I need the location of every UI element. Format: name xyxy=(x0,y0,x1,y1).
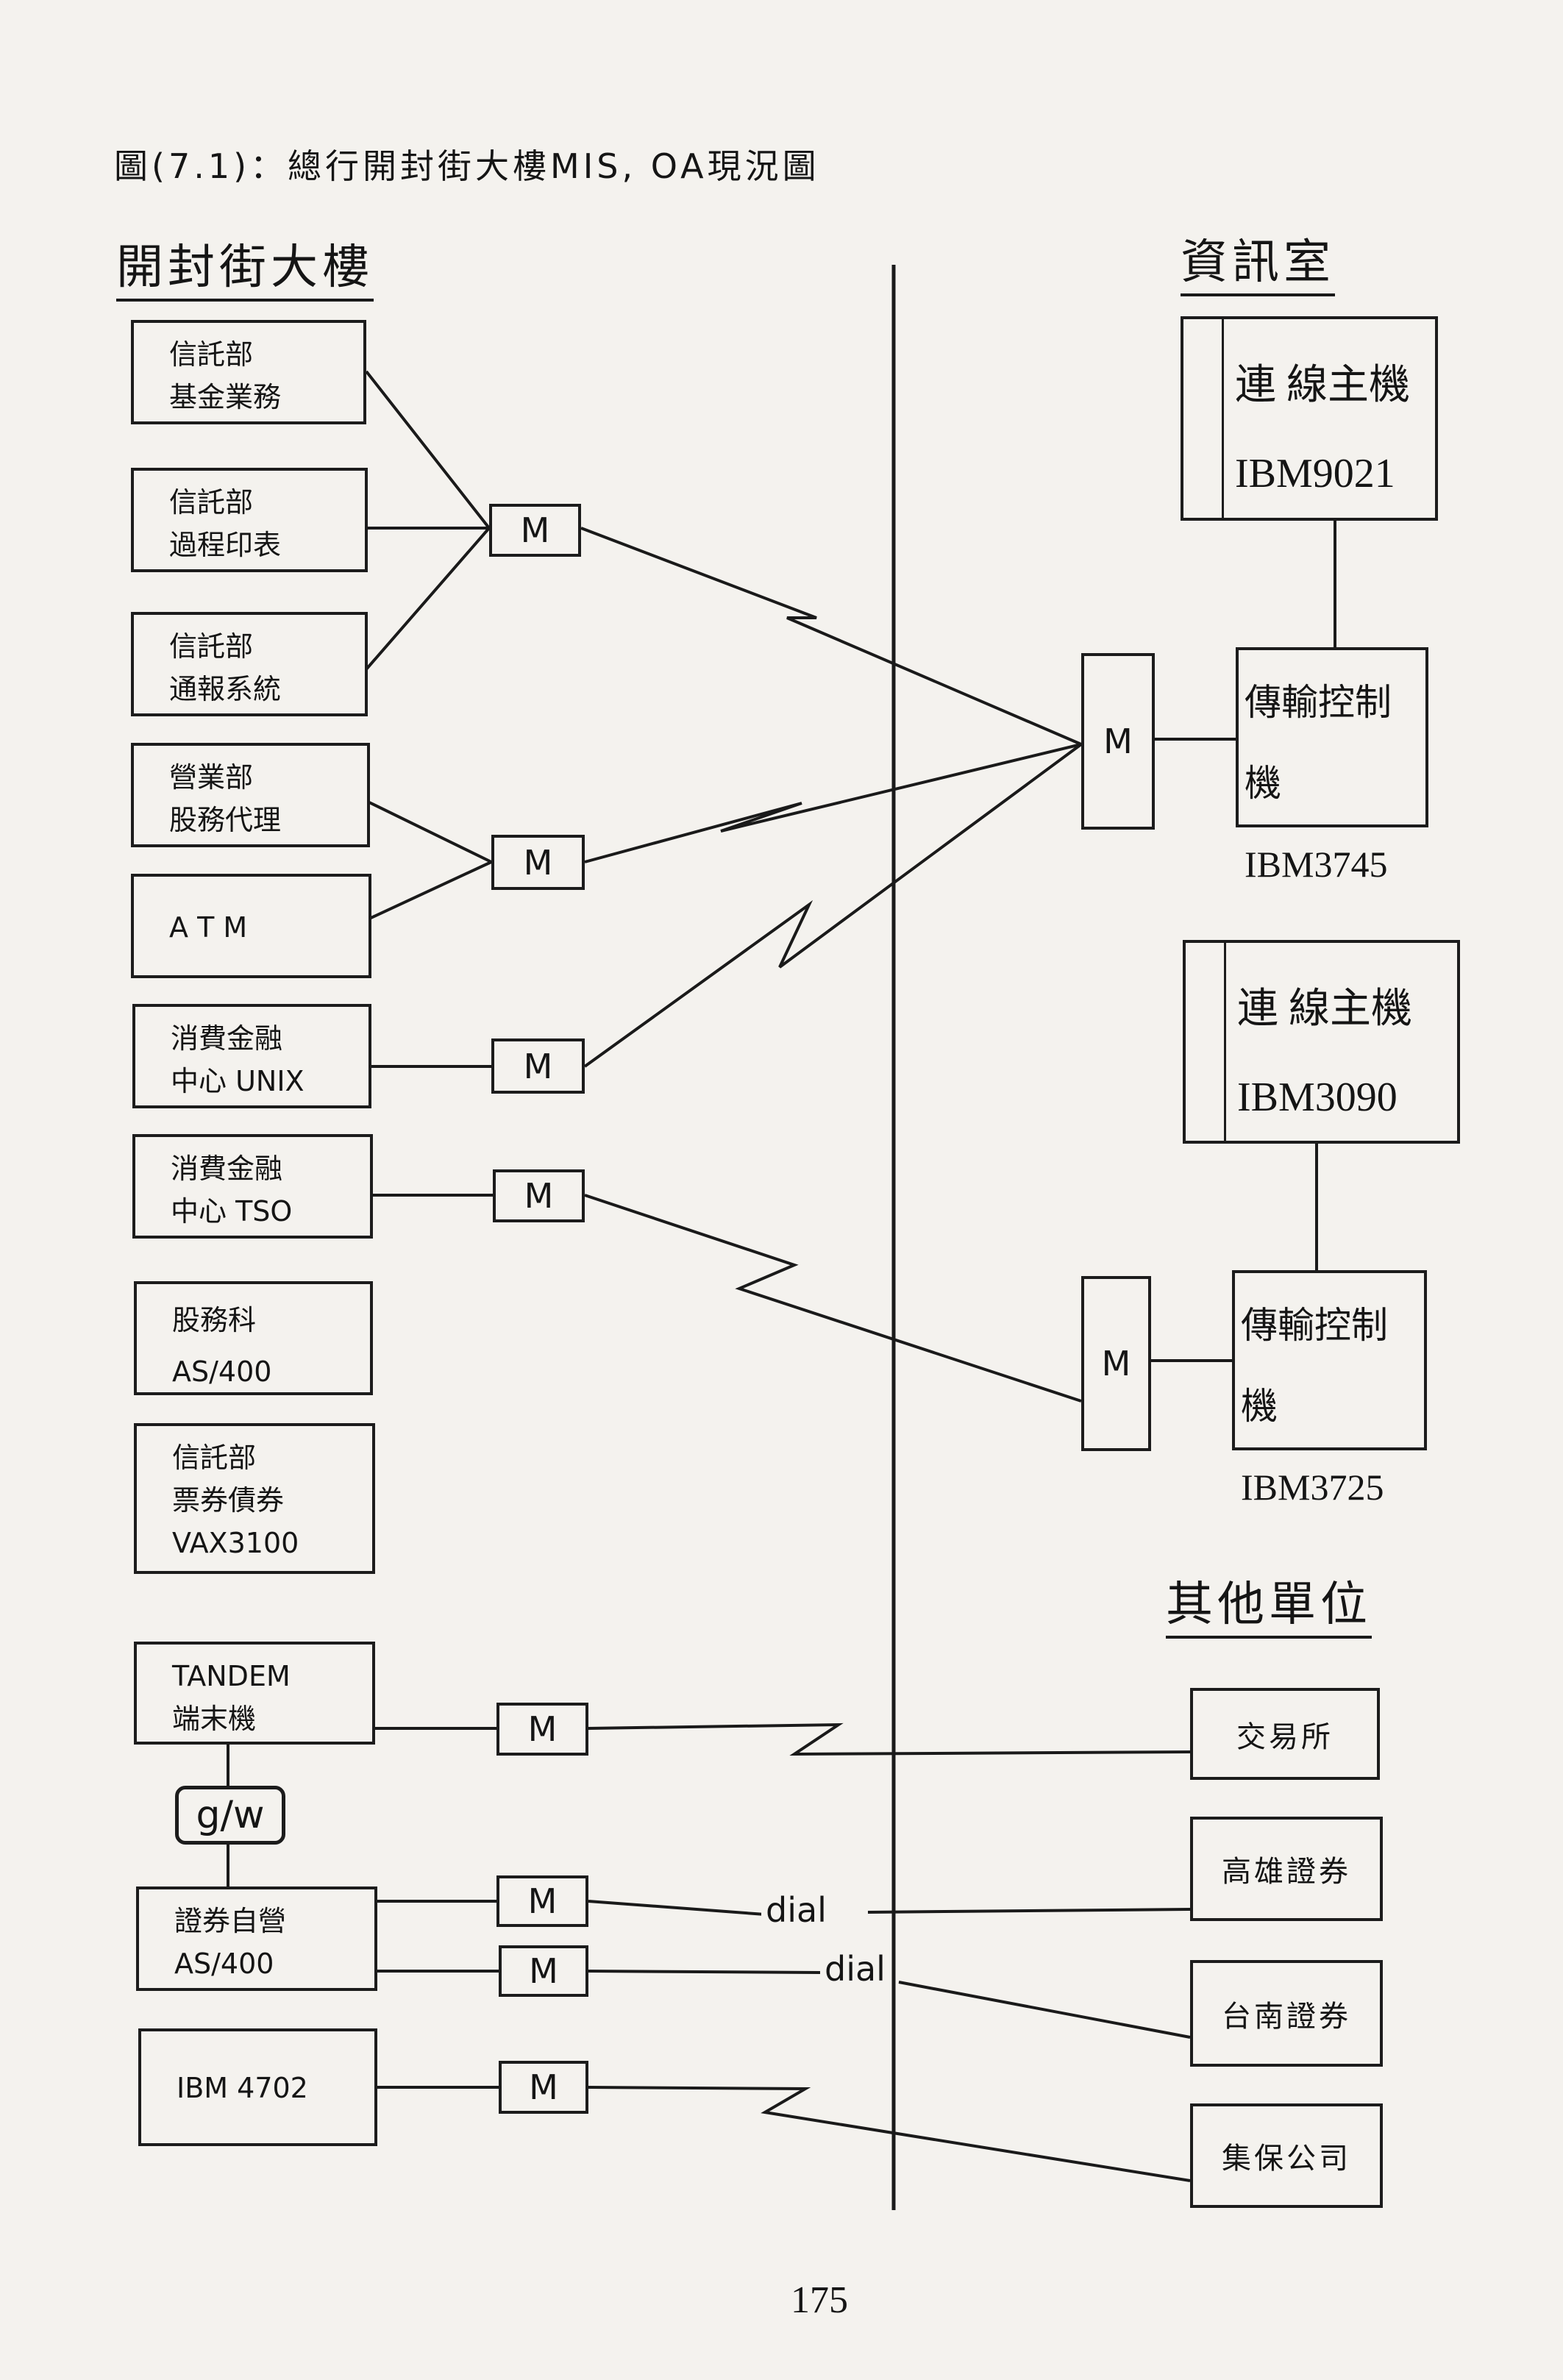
dept-box-trust-vax: 信託部 票券債券 VAX3100 xyxy=(134,1423,375,1574)
controller-ibm3745: 傳輸控制機 IBM3745 xyxy=(1236,647,1428,885)
modem-box-central: M xyxy=(1081,653,1155,830)
modem-box: M xyxy=(496,1875,588,1927)
heading-info-room: 資訊室 xyxy=(1181,224,1335,296)
host-ibm3090: 連 線主機 IBM3090 xyxy=(1183,940,1460,1144)
unit-box-kaohsiung-securities: 高雄證券 xyxy=(1190,1817,1383,1921)
dept-box-consumer-unix: 消費金融 中心 UNIX xyxy=(132,1004,371,1108)
figure-caption: 圖(7.1)：總行開封街大樓MIS, OA現況圖 xyxy=(114,146,820,186)
gateway-box: g/w xyxy=(175,1786,285,1845)
dept-box-atm: A T M xyxy=(131,874,371,978)
host-title: 連 線主機 xyxy=(1235,363,1410,408)
modem-box: M xyxy=(499,2061,588,2114)
host-title: 連 線主機 xyxy=(1237,986,1412,1032)
host-ibm9021: 連 線主機 IBM9021 xyxy=(1181,316,1438,521)
host-model: IBM3090 xyxy=(1237,1075,1398,1120)
modem-box: M xyxy=(491,835,585,890)
controller-ibm3725: 傳輸控制機 IBM3725 xyxy=(1232,1270,1427,1508)
controller-model: IBM3725 xyxy=(1241,1467,1384,1508)
dept-box-tandem: TANDEM 端末機 xyxy=(134,1642,375,1745)
modem-box-central: M xyxy=(1081,1276,1151,1451)
modem-box: M xyxy=(493,1169,585,1222)
dept-box-trust-fund: 信託部 基金業務 xyxy=(131,320,366,424)
controller-title: 傳輸控制機 xyxy=(1241,1305,1388,1427)
dept-box-ibm4702: IBM 4702 xyxy=(138,2028,377,2146)
unit-box-exchange: 交易所 xyxy=(1190,1688,1380,1780)
dial-label: dial xyxy=(761,1890,831,1930)
modem-box: M xyxy=(491,1038,585,1094)
controller-title: 傳輸控制機 xyxy=(1245,682,1392,804)
controller-model: IBM3745 xyxy=(1245,844,1388,885)
dept-box-trust-printing: 信託部 過程印表 xyxy=(131,468,368,572)
host-divider xyxy=(1224,943,1226,1141)
heading-kaifeng-building: 開封街大樓 xyxy=(116,229,374,302)
host-model: IBM9021 xyxy=(1235,451,1395,496)
dept-box-trust-notify: 信託部 通報系統 xyxy=(131,612,368,716)
heading-other-units: 其他單位 xyxy=(1166,1567,1372,1639)
page-number: 175 xyxy=(791,2279,848,2321)
modem-box: M xyxy=(496,1703,588,1756)
unit-box-depository-company: 集保公司 xyxy=(1190,2103,1383,2208)
dept-box-stock-as400: 股務科 AS/400 xyxy=(134,1281,373,1395)
modem-box: M xyxy=(489,504,581,557)
dept-box-consumer-tso: 消費金融 中心 TSO xyxy=(132,1134,373,1239)
host-divider xyxy=(1222,319,1224,518)
unit-box-tainan-securities: 台南證券 xyxy=(1190,1960,1383,2067)
dept-box-stock-agency: 營業部 股務代理 xyxy=(131,743,370,847)
modem-box: M xyxy=(499,1945,588,1997)
dept-box-securities-as400: 證券自營 AS/400 xyxy=(136,1886,377,1991)
dial-label: dial xyxy=(820,1949,890,1989)
